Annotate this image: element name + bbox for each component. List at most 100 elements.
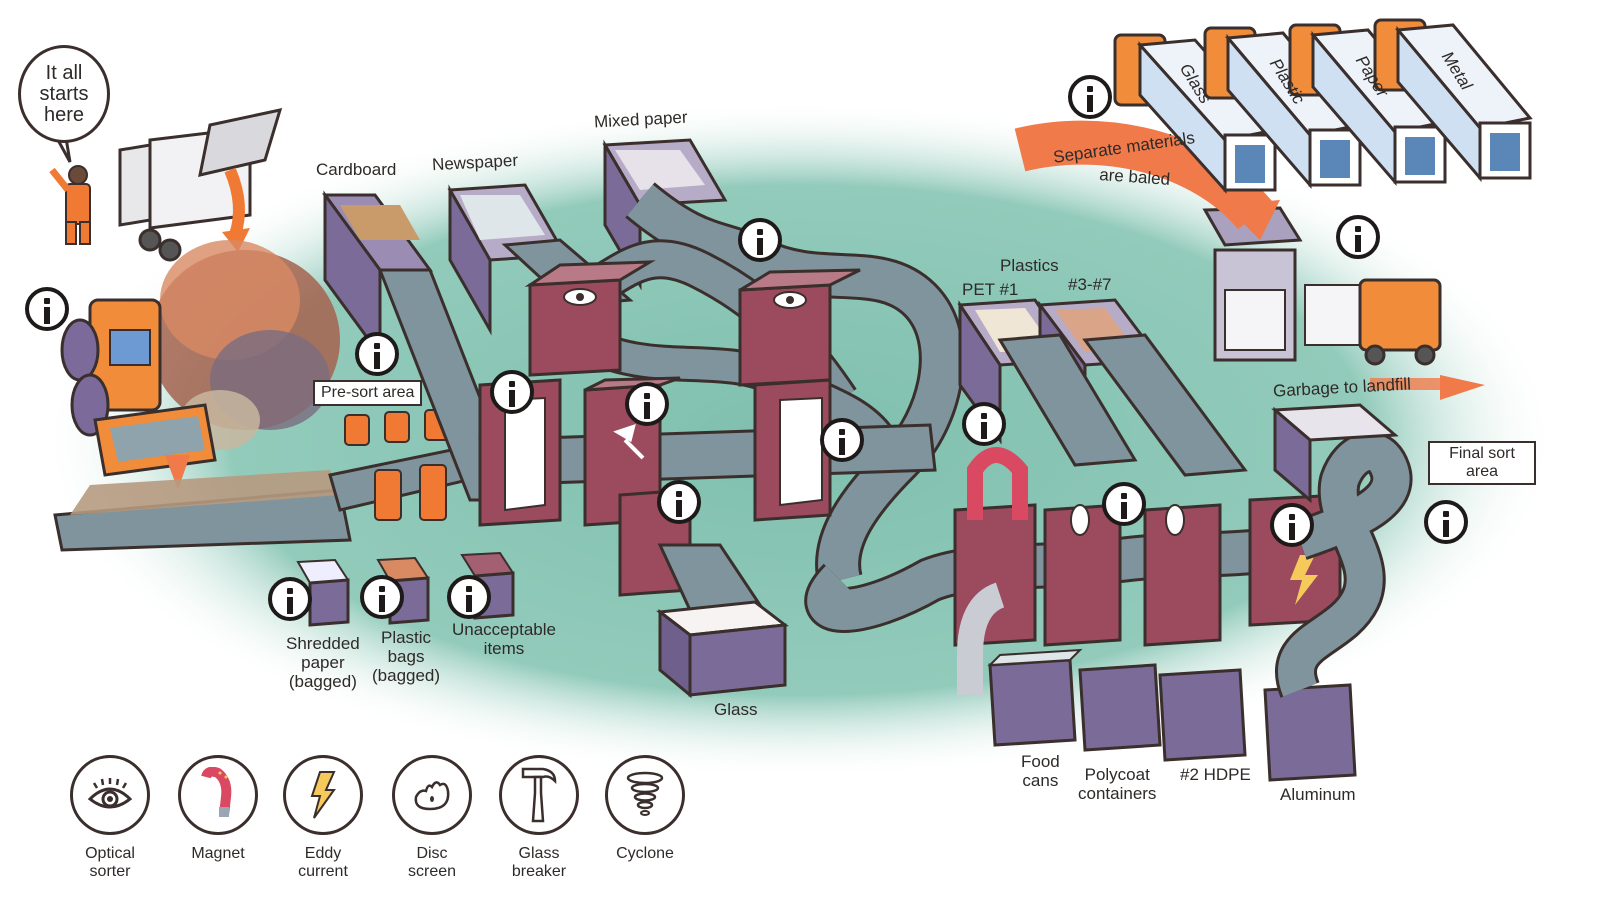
legend-magnet: Magnet	[173, 755, 263, 863]
label-hdpe: #2 HDPE	[1180, 765, 1251, 784]
label-final-sort-area: Final sort area	[1428, 441, 1536, 485]
plastics-conveyor	[1082, 333, 1248, 477]
label-line: Plastic	[380, 628, 432, 647]
final-sort-line: area	[1465, 463, 1499, 480]
forklift	[1358, 278, 1442, 366]
lightning-icon	[310, 771, 336, 819]
label-glass: Glass	[714, 700, 758, 719]
optical-sorter-plastics-1	[1043, 503, 1122, 647]
disc-screen-2	[753, 378, 832, 522]
legend-eddy-current: Eddy current	[278, 755, 368, 881]
label-polycoat-containers: Polycoat containers	[1078, 765, 1156, 803]
label-line: Unacceptable	[452, 620, 556, 639]
label-aluminum: Aluminum	[1280, 785, 1356, 804]
label-line: containers	[1078, 784, 1157, 803]
info-button-optical-paper[interactable]	[738, 218, 782, 262]
infeed-conveyor	[53, 470, 352, 552]
legend-circle	[605, 755, 685, 835]
info-button-baler[interactable]	[1336, 215, 1380, 259]
cyclone-icon	[626, 771, 664, 816]
info-button-disc-screen-2[interactable]	[820, 418, 864, 462]
speech-line: here	[43, 103, 85, 126]
magnet-icon	[201, 767, 232, 817]
info-button-eddy-current[interactable]	[1270, 503, 1314, 547]
info-button-presort[interactable]	[355, 332, 399, 376]
speech-line: starts	[39, 82, 89, 105]
legend-circle	[178, 755, 258, 835]
info-button-plastic-bags[interactable]	[360, 575, 404, 619]
label-line: bags	[387, 647, 425, 666]
bin-garbage	[1271, 403, 1399, 504]
legend-label: screen	[407, 863, 457, 880]
label-cardboard: Cardboard	[316, 160, 397, 179]
optical-sorter-paper-1	[524, 260, 656, 377]
info-button-unacceptable[interactable]	[447, 575, 491, 619]
legend-label: Cyclone	[616, 845, 674, 862]
speech-bubble: It all starts here	[18, 45, 110, 143]
label-unacceptable-items: Unacceptable items	[452, 620, 556, 658]
label-line: items	[483, 639, 525, 658]
worker-waving	[49, 165, 91, 245]
label-line: Polycoat	[1084, 765, 1150, 784]
label-line: paper	[301, 653, 345, 672]
container-conveyor	[627, 184, 962, 585]
legend-label: Disc	[416, 845, 448, 862]
front-loader	[60, 298, 217, 490]
label-line: Shredded	[286, 634, 360, 653]
info-button-shredded-paper[interactable]	[268, 577, 312, 621]
bin-cardboard	[322, 190, 433, 360]
legend-optical-sorter: Optical sorter	[65, 755, 155, 881]
label-line: (bagged)	[288, 672, 357, 691]
label-line: Food	[1021, 752, 1060, 771]
optical-sorter-plastics-2	[1143, 503, 1222, 647]
info-button-final-sort[interactable]	[1424, 500, 1468, 544]
label-presort-area: Pre-sort area	[313, 380, 423, 406]
legend-label: current	[298, 863, 348, 880]
baled-arrow	[1014, 120, 1272, 230]
bin-hdpe	[1158, 668, 1247, 762]
legend-label: Optical	[85, 845, 135, 862]
info-button-trucks[interactable]	[1068, 75, 1112, 119]
disc-icon	[414, 781, 450, 811]
legend-circle	[499, 755, 579, 835]
legend-circle	[392, 755, 472, 835]
final-sort-conveyor	[1278, 434, 1410, 697]
label-plastics-3-7: #3-#7	[1068, 275, 1112, 294]
magnet-machine	[953, 447, 1037, 695]
info-button-optical-plastics[interactable]	[1102, 482, 1146, 526]
truck-metal	[1373, 18, 1533, 183]
bin-food-cans	[987, 648, 1083, 747]
collection-truck	[118, 108, 283, 262]
legend-circle	[283, 755, 363, 835]
bin-aluminum	[1263, 683, 1357, 782]
final-sort-line: Final sort	[1449, 445, 1515, 462]
legend-label: Magnet	[191, 845, 245, 862]
info-button-magnet[interactable]	[962, 402, 1006, 446]
legend-disc-screen: Disc screen	[387, 755, 477, 881]
speech-line: It all	[45, 61, 83, 84]
info-button-cyclone[interactable]	[657, 480, 701, 524]
label-pet: PET #1	[962, 280, 1019, 299]
label-plastics: Plastics	[1000, 256, 1059, 275]
optical-sorter-paper-2	[738, 268, 861, 387]
truck-paper	[1288, 23, 1448, 187]
legend-label: Glass	[518, 845, 560, 862]
info-button-glass-breaker[interactable]	[625, 382, 669, 426]
disc-screen-1	[478, 378, 562, 527]
bin-glass	[656, 600, 789, 699]
legend-label: Eddy	[304, 845, 342, 862]
landfill-arrow	[1440, 375, 1485, 400]
info-button-disc-screen-1[interactable]	[490, 370, 534, 414]
legend-glass-breaker: Glass breaker	[494, 755, 584, 881]
info-button-loader[interactable]	[25, 287, 69, 331]
bin-shredded-paper	[296, 558, 350, 627]
legend-label: breaker	[511, 863, 567, 880]
bin-polycoat	[1078, 663, 1162, 752]
pet-conveyor	[997, 333, 1138, 467]
legend-circle	[70, 755, 150, 835]
label-shredded-paper: Shredded paper (bagged)	[286, 634, 360, 691]
label-food-cans: Food cans	[1021, 752, 1060, 790]
eye-icon	[87, 778, 133, 809]
legend-label: sorter	[89, 863, 131, 880]
